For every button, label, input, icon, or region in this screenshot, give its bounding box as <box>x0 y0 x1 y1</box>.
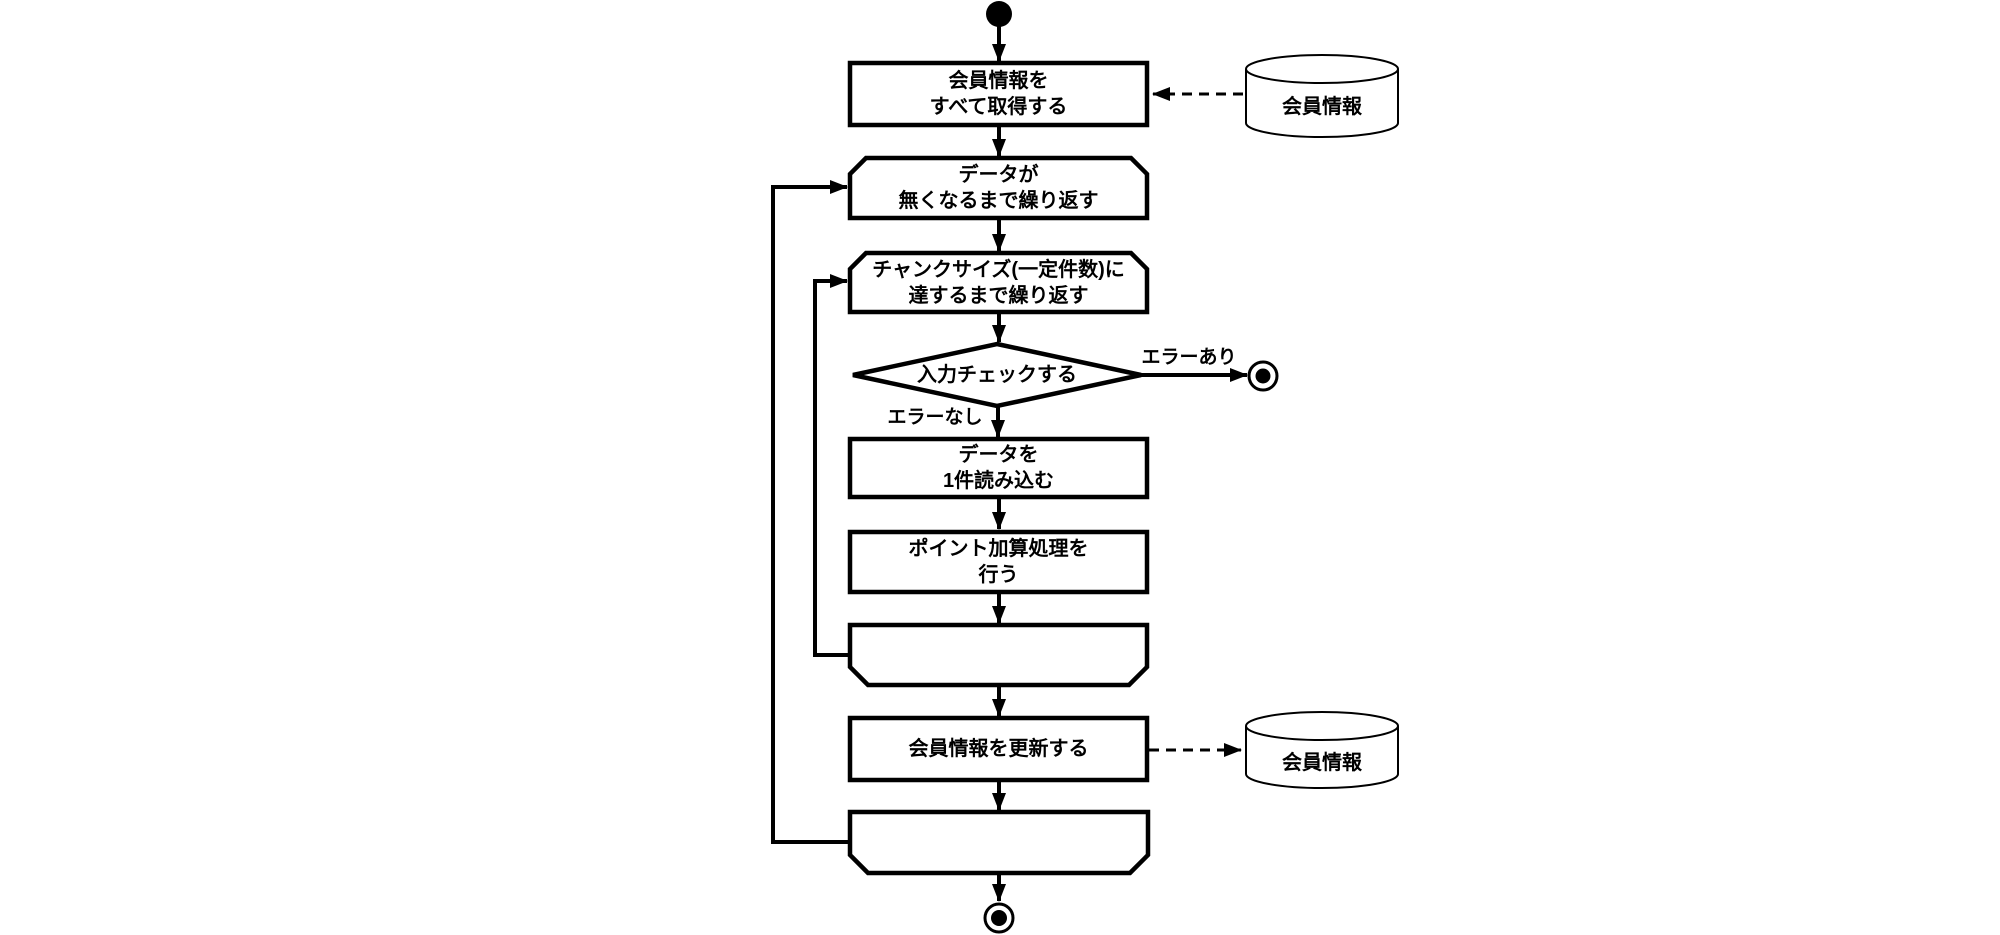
decision-diamond <box>852 341 1142 409</box>
action-update-members-box <box>847 715 1150 783</box>
action-add-points-box <box>847 529 1150 595</box>
edge-label-error-yes: エラーあり <box>1141 347 1237 368</box>
datastore-bottom-lid <box>1245 711 1399 741</box>
datastore-bottom-label: 会員情報 <box>1282 752 1362 774</box>
loop-outer-start-shape <box>847 155 1150 221</box>
loop-outer-start-label: データが 無くなるまで繰り返す <box>850 158 1147 218</box>
datastore-top-lid <box>1245 54 1399 84</box>
loop-inner-start-label: チャンクサイズ(一定件数)に 達するまで繰り返す <box>850 253 1147 312</box>
final-node-end-inner <box>991 910 1007 926</box>
action-get-members-line2: すべて取得する <box>929 96 1068 118</box>
final-node-error-inner <box>1255 368 1271 384</box>
action-get-members-line1: 会員情報を <box>948 70 1049 92</box>
datastore-top-label: 会員情報 <box>1282 96 1362 118</box>
action-add-points-line2: 行う <box>978 564 1019 586</box>
action-read-one-line2: 1件読み込む <box>942 470 1055 492</box>
initial-node <box>986 1 1012 27</box>
action-update-members-label: 会員情報を更新する <box>908 738 1089 760</box>
action-read-one-label: データを 1件読み込む <box>850 439 1147 497</box>
loopback-arrow-inner <box>813 274 850 657</box>
loop-outer-start-line1: データが <box>958 164 1039 186</box>
final-nodes <box>983 360 1279 934</box>
loop-outer-start-line2: 無くなるまで繰り返す <box>898 190 1099 212</box>
action-read-one-box <box>847 436 1150 500</box>
action-read-one-line1: データを <box>958 444 1039 466</box>
datastore-edges <box>1149 87 1243 757</box>
loop-inner-end-shape <box>847 622 1150 688</box>
action-get-members-box <box>847 60 1150 128</box>
datastore-top-body <box>1245 69 1399 138</box>
edge-label-error-no: エラーなし <box>887 407 983 428</box>
loop-outer-end-shape <box>847 809 1151 876</box>
loop-inner-start-line2: 達するまで繰り返す <box>908 284 1089 307</box>
loopback-arrow-outer <box>771 180 850 844</box>
datastore-shapes <box>1245 54 1399 789</box>
node-shapes <box>847 60 1151 876</box>
flow-edges <box>771 26 1248 902</box>
action-add-points-line1: ポイント加算処理を <box>908 538 1089 560</box>
loop-inner-start-line1: チャンクサイズ(一定件数)に <box>872 258 1125 281</box>
datastore-bottom-body <box>1245 726 1399 789</box>
decision-label: 入力チェックする <box>917 364 1077 386</box>
action-add-points-label: ポイント加算処理を 行う <box>850 532 1147 592</box>
loop-inner-start-shape <box>847 250 1150 315</box>
action-get-members-label: 会員情報を すべて取得する <box>850 63 1147 125</box>
